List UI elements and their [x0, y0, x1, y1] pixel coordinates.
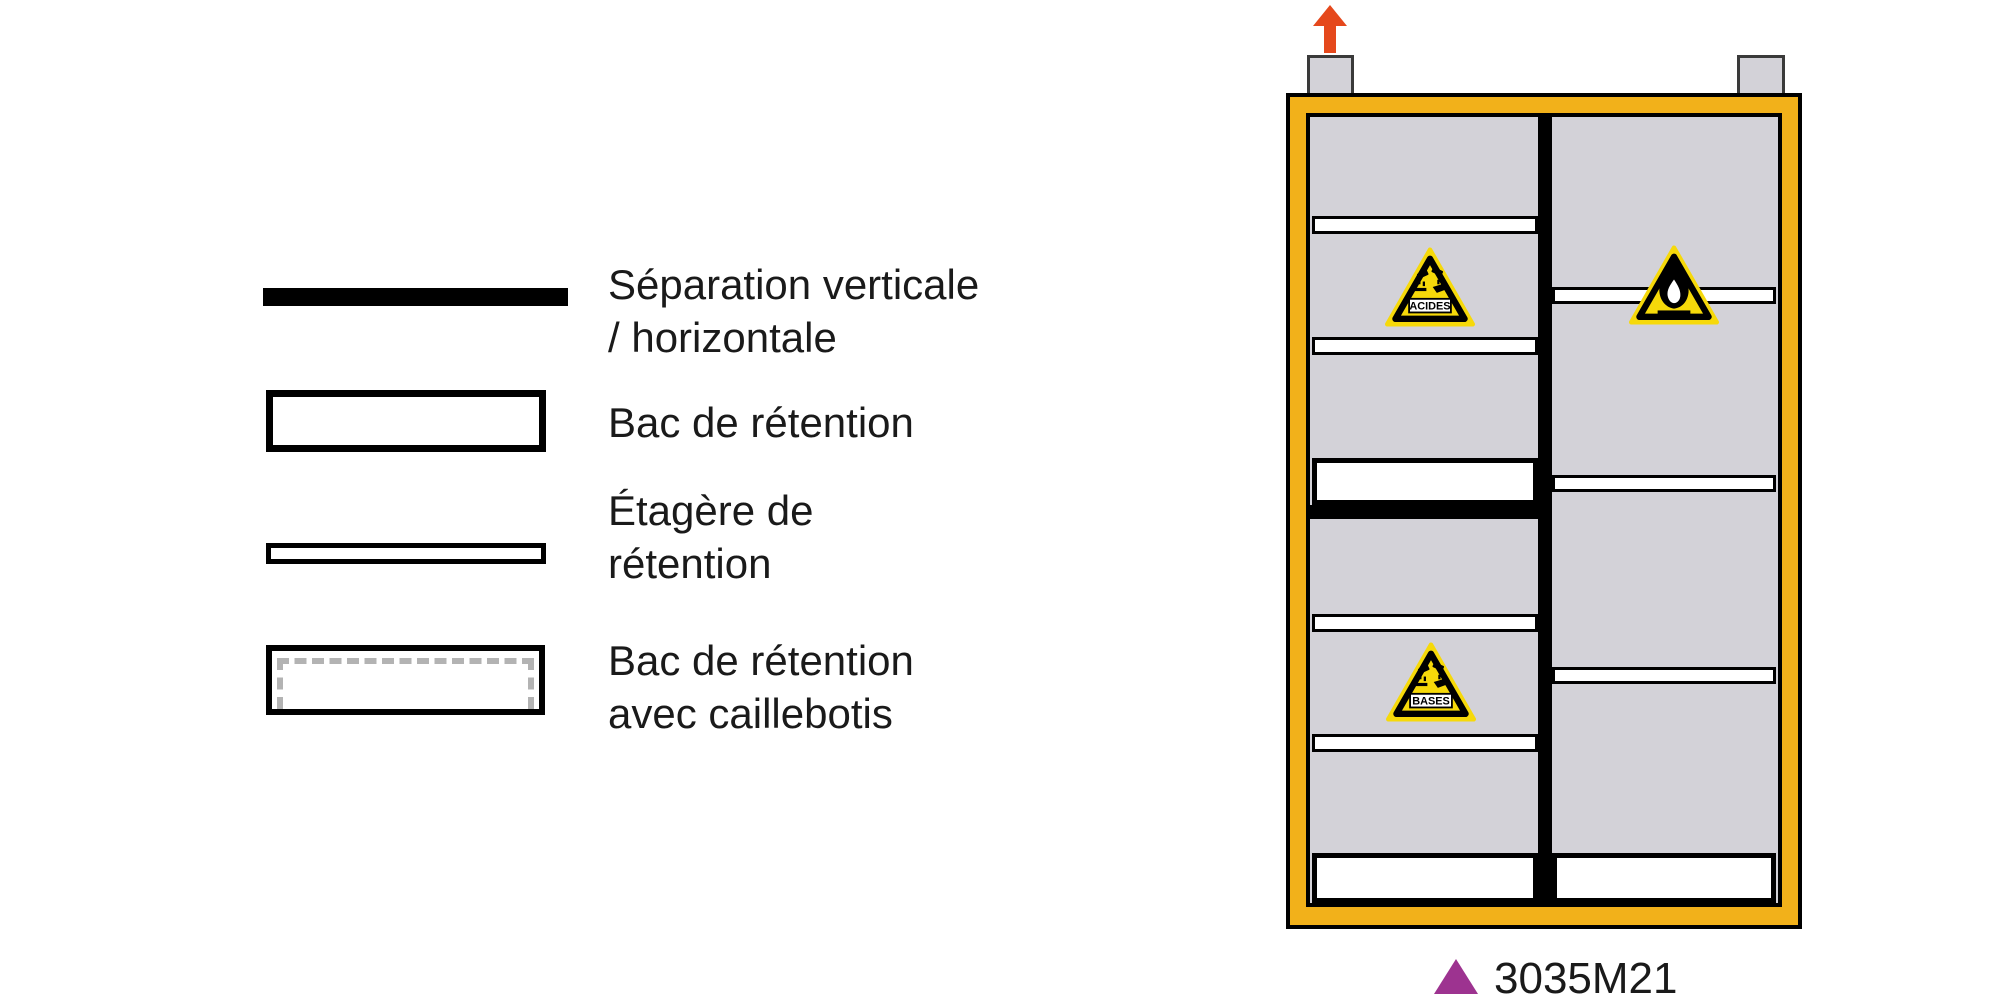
retention-shelf-left-1: [1312, 216, 1538, 234]
legend-swatch-bac: [266, 390, 546, 452]
cabinet-rail-right: [1782, 97, 1798, 925]
cabinet-band-bottom: [1306, 907, 1782, 925]
horizontal-separation: [1310, 505, 1538, 519]
legend-label-bac: Bac de rétention: [608, 399, 914, 446]
vent-duct-left: [1307, 55, 1354, 96]
retention-shelf-left-2: [1312, 337, 1538, 355]
vertical-separation: [1538, 117, 1552, 903]
flammable-warning-icon: [1629, 245, 1719, 325]
vent-duct-right: [1737, 55, 1785, 96]
bases-warning-icon: BASES: [1386, 642, 1476, 722]
retention-shelf-right-2: [1552, 475, 1776, 492]
retention-tray-left-bottom: [1312, 853, 1538, 903]
legend-label-bac-caillebotis: Bac de rétention avec caillebotis: [608, 637, 914, 737]
acids-sign-label: ACIDES: [1409, 301, 1450, 313]
model-marker-icon: [1434, 959, 1478, 994]
legend-swatch-bac-caillebotis: [266, 645, 545, 715]
retention-tray-right-bottom: [1552, 853, 1776, 903]
retention-shelf-left-4: [1312, 734, 1538, 752]
legend-swatch-etagere: [266, 543, 546, 564]
caillebotis-dashed-grate: [277, 658, 534, 709]
legend-label-separation: Séparation verticale / horizontale: [608, 261, 980, 361]
cabinet-interior: ACIDES BASES: [1310, 117, 1778, 903]
cabinet-band-top: [1306, 97, 1782, 113]
legend-label-etagere: Étagère de rétention: [608, 487, 814, 587]
bases-sign-label: BASES: [1412, 696, 1450, 708]
acids-warning-icon: ACIDES: [1385, 247, 1475, 327]
retention-shelf-right-3: [1552, 667, 1776, 684]
exhaust-arrow-icon: [1313, 5, 1347, 53]
model-code: 3035M21: [1494, 954, 1678, 1003]
retention-shelf-left-3: [1312, 614, 1538, 632]
legend-swatch-separation: [263, 288, 568, 306]
retention-tray-left-middle: [1312, 458, 1538, 505]
cabinet-rail-left: [1290, 97, 1306, 925]
